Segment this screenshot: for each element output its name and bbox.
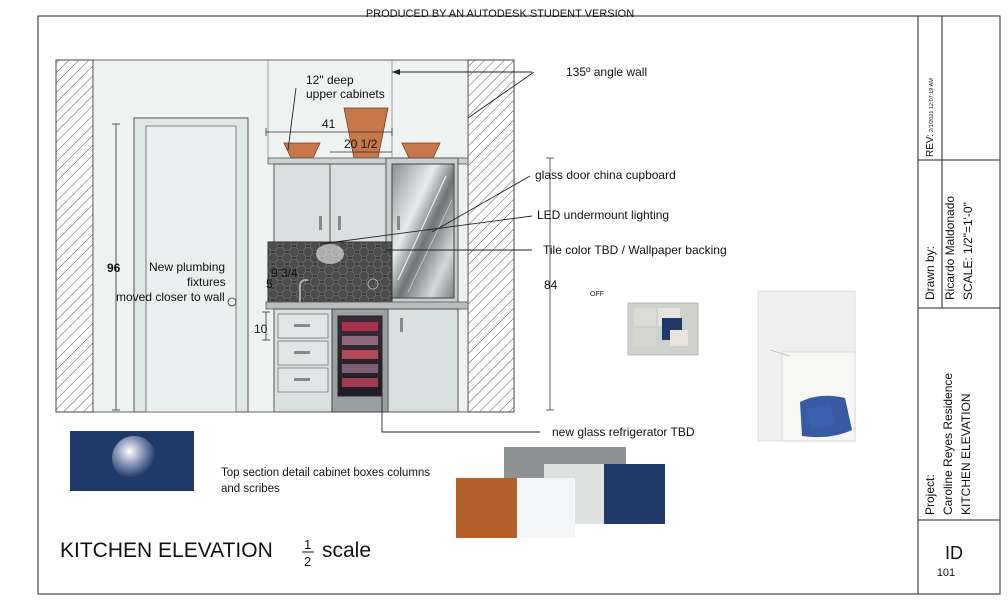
door-panel	[145, 125, 237, 413]
angle-wall-label: 135º angle wall	[566, 65, 647, 79]
rev-date: 2/1/2021 12:07:19 AM	[929, 78, 935, 132]
dim-84: 84	[544, 278, 558, 292]
plumbing-label: moved closer to wall	[116, 290, 225, 304]
cupboard-handle	[397, 216, 400, 230]
id-label: ID	[945, 543, 963, 563]
cabinet-handle	[338, 216, 341, 230]
scale-label: scale	[322, 539, 371, 562]
upper-cabinet-right	[329, 163, 387, 243]
leader-lines	[287, 71, 540, 433]
dim-10: 10	[254, 322, 268, 336]
faucet-icon	[299, 279, 308, 302]
title-block: REV: 2/1/2021 12:07:19 AM Drawn by: Rica…	[918, 16, 1000, 579]
plumbing-label: New plumbing	[149, 260, 225, 274]
refrigerator-cans	[342, 322, 378, 387]
dim-5: 5	[266, 277, 273, 291]
scale-text: SCALE: 1/2"=1'-0"	[961, 202, 975, 300]
project-label: Project:	[923, 474, 937, 515]
swatch-off-white	[517, 478, 575, 538]
section-detail-label: and scribes	[221, 483, 280, 495]
dim-9-3-4: 9 3/4	[271, 266, 298, 280]
sheet-name: KITCHEN ELEVATION	[959, 393, 973, 515]
dim-20-half: 20 1/2	[344, 137, 378, 151]
drawn-by-label: Drawn by:	[923, 246, 937, 300]
tile-sample-photo	[627, 302, 699, 356]
rev-label: REV:	[925, 134, 936, 157]
lower-cabinet-right	[387, 308, 459, 413]
copper-bowl-right	[401, 142, 441, 159]
upper-cabinet-left	[273, 163, 331, 243]
drawn-by-name: Ricardo Maldonado	[943, 196, 957, 300]
sheet-number: 101	[937, 567, 955, 579]
scale-numerator: 1	[304, 537, 311, 552]
china-cupboard-label: glass door china cupboard	[535, 168, 676, 182]
off-label: OFF	[590, 291, 604, 298]
upper-cabinets-label: 12" deep	[306, 73, 354, 87]
watermark-text: PRODUCED BY AN AUTODESK STUDENT VERSION	[366, 8, 634, 20]
china-cupboard-glass	[391, 163, 455, 299]
countertop	[265, 301, 469, 310]
plumbing-label: fixtures	[187, 275, 226, 289]
wallpaper-sample-photo	[757, 290, 856, 442]
refrigerator-label: new glass refrigerator TBD	[552, 425, 695, 439]
section-detail-label: Top section detail cabinet boxes columns	[221, 467, 430, 479]
outlet-icon	[367, 278, 379, 290]
dimension-lines	[112, 123, 554, 411]
sheet-title: KITCHEN ELEVATION	[60, 539, 273, 562]
dim-41: 41	[322, 117, 336, 131]
scale-denominator: 2	[304, 554, 311, 569]
tile-label: Tile color TBD / Wallpaper backing	[543, 243, 727, 257]
sheet-border	[37, 15, 1001, 595]
dim-96: 96	[107, 261, 121, 275]
cabinet-handle	[400, 318, 403, 332]
led-label: LED undermount lighting	[537, 208, 669, 222]
swatch-copper	[456, 478, 518, 538]
upper-cabinets-label: upper cabinets	[306, 87, 385, 101]
led-light-glow	[316, 244, 344, 264]
swatch-navy	[604, 464, 665, 524]
cabinet-handle	[319, 216, 322, 230]
plumbing-marker	[227, 297, 237, 307]
color-swatches	[456, 447, 665, 538]
left-wall-hatch	[55, 59, 94, 413]
project-name: Caroline Reyes Residence	[941, 373, 955, 515]
sphere-highlight	[112, 436, 156, 480]
